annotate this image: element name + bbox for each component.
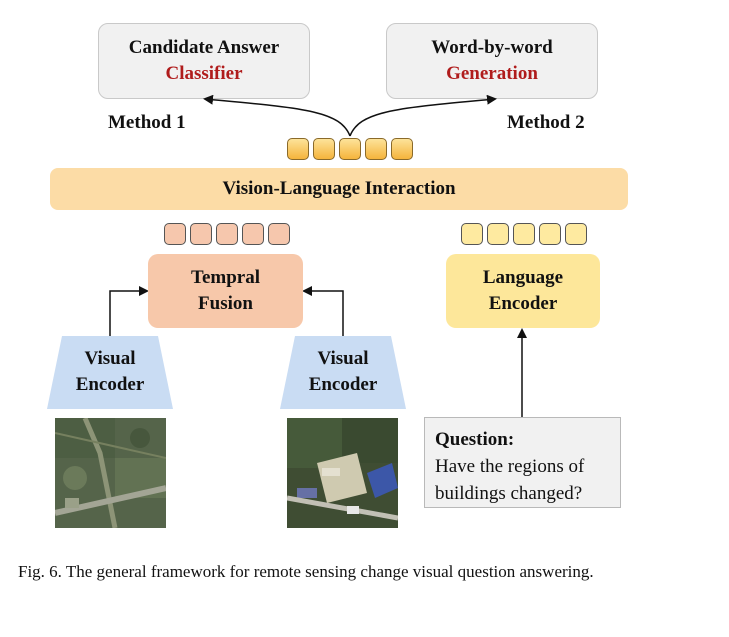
generation-line1: Word-by-word [431,37,553,58]
token [190,223,212,245]
satellite-image-before [55,418,166,528]
generation-box: Word-by-word Generation [386,23,598,99]
text-token-row [461,223,587,245]
token [461,223,483,245]
visual-encoder-left-line1: Visual [84,348,136,369]
arrow-to-classifier [203,94,351,137]
token [339,138,361,160]
token [164,223,186,245]
language-encoder-box: Language Encoder [446,254,600,328]
question-box: Question: Have the regions of buildings … [424,417,621,508]
visual-encoder-left: Visual Encoder [50,346,170,398]
token [539,223,561,245]
question-line1: Have the regions of [435,456,585,477]
figure-caption: Fig. 6. The general framework for remote… [18,562,594,581]
token [565,223,587,245]
token [216,223,238,245]
token [391,138,413,160]
visual-token-row [164,223,290,245]
fusion-line1: Tempral [191,267,260,288]
generation-line2: Generation [446,63,538,84]
token [242,223,264,245]
visual-encoder-right-line2: Encoder [308,374,378,395]
vision-language-interaction: Vision-Language Interaction [50,168,628,210]
classifier-line1: Candidate Answer [128,37,280,58]
token [313,138,335,160]
token [513,223,535,245]
satellite-image-after [287,418,398,528]
arrow-left-encoder-to-fusion [109,286,149,336]
language-line2: Encoder [488,293,558,314]
fusion-line2: Fusion [198,293,253,314]
method2-label: Method 2 [507,112,585,133]
visual-encoder-right: Visual Encoder [283,346,403,398]
satellite-before-art [55,418,166,528]
language-line1: Language [482,267,564,288]
satellite-after-art [287,418,398,528]
classifier-line2: Classifier [165,63,243,84]
classifier-box: Candidate Answer Classifier [98,23,310,99]
output-token-row [287,138,413,160]
question-line2: buildings changed? [435,483,583,504]
temporal-fusion-box: Tempral Fusion [148,254,303,328]
question-heading: Question: [435,429,515,450]
visual-encoder-right-line1: Visual [317,348,369,369]
arrow-right-encoder-to-fusion [302,286,344,336]
token [287,138,309,160]
method1-label: Method 1 [108,112,186,133]
visual-encoder-left-line2: Encoder [75,374,145,395]
token [268,223,290,245]
arrow-to-generation [349,94,497,137]
token [365,138,387,160]
token [487,223,509,245]
